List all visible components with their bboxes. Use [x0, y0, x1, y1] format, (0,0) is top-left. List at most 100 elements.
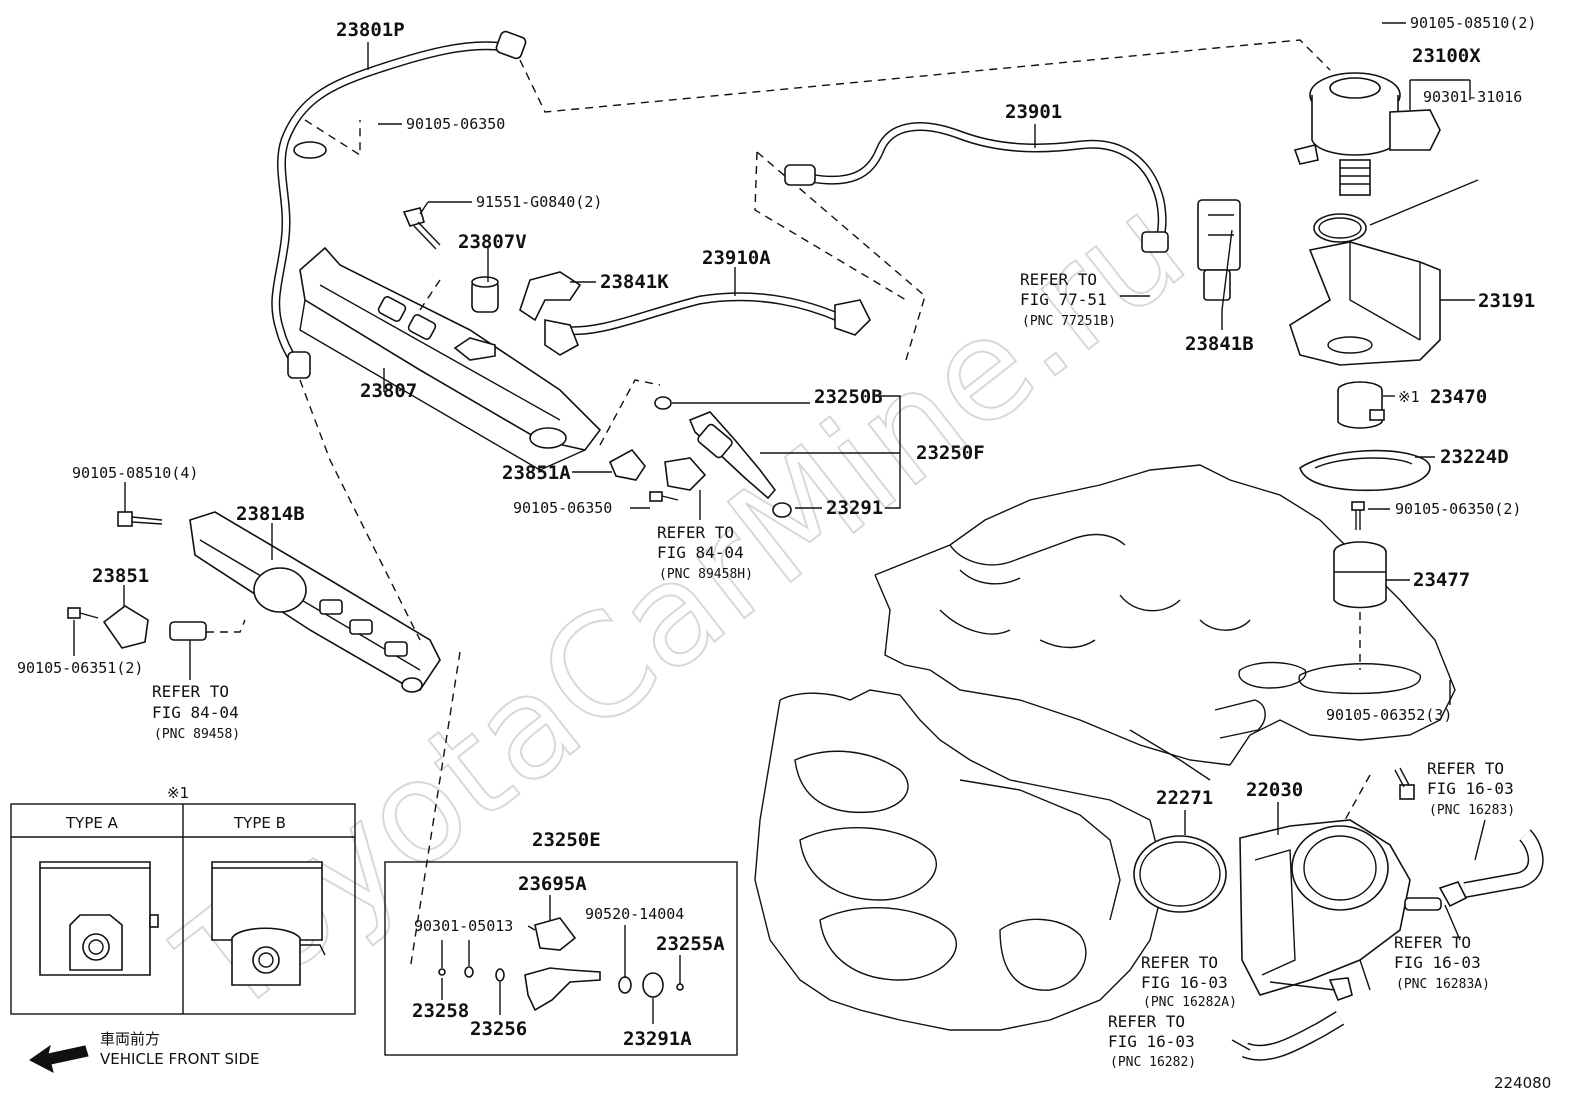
label-23801P: 23801P	[336, 19, 405, 41]
refer-16282-line2: FIG 16-03	[1108, 1032, 1195, 1051]
part-fuel-pressure-sensor	[664, 457, 707, 491]
refer-16283-line2: FIG 16-03	[1427, 779, 1514, 798]
type-ab-box	[10, 803, 356, 1015]
part-23801P-pipe	[271, 30, 527, 379]
label-23807V: 23807V	[458, 231, 527, 253]
label-90105-06351-2: 90105-06351(2)	[17, 659, 143, 677]
part-22271-gasket	[1133, 835, 1227, 913]
refer-84-04-b-line1: REFER TO	[152, 682, 229, 701]
refer-16282A-line2: FIG 16-03	[1141, 973, 1228, 992]
part-23807V-spacer	[471, 276, 499, 313]
part-23910A-hose	[544, 292, 871, 356]
label-23256: 23256	[470, 1018, 527, 1040]
refer-77-51-line1: REFER TO	[1020, 270, 1097, 289]
part-23470-lifter	[1337, 381, 1385, 429]
refer-84-04-a-pnc: (PNC 89458H)	[659, 567, 753, 582]
refer-16283-line1: REFER TO	[1427, 759, 1504, 778]
label-90105-06350-2: 90105-06350(2)	[1395, 500, 1521, 518]
leader-lines	[73, 22, 1486, 1051]
label-90105-08510-2: 90105-08510(2)	[1410, 14, 1536, 32]
part-90301-31016-oring	[1313, 213, 1367, 243]
label-23291A: 23291A	[623, 1028, 692, 1050]
refer-notes: REFER TO FIG 77-51 (PNC 77251B) REFER TO…	[152, 270, 1515, 1070]
part-pressure-sensor-lower	[169, 621, 207, 641]
refer-77-51-pnc: (PNC 77251B)	[1022, 314, 1116, 329]
refer-16282A-pnc: (PNC 16282A)	[1143, 995, 1237, 1010]
label-23851: 23851	[92, 565, 149, 587]
part-23191-insulator	[1289, 241, 1441, 366]
inset-23250E-parts	[438, 917, 684, 1012]
label-23191: 23191	[1478, 290, 1535, 312]
part-91551-bolt	[402, 207, 441, 250]
label-90105-06350-top: 90105-06350	[406, 115, 505, 133]
part-90105-08510-4-bolt	[117, 511, 163, 527]
refer-84-04-b-pnc: (PNC 89458)	[154, 727, 240, 742]
label-23255A: 23255A	[656, 933, 725, 955]
label-90301-31016: 90301-31016	[1423, 88, 1522, 106]
leader-23910A-box	[754, 151, 926, 361]
refer-16283A-pnc: (PNC 16283A)	[1396, 977, 1490, 992]
part-90105-06351-bolt	[67, 607, 99, 619]
part-22030-throttle-body	[1239, 819, 1442, 996]
part-23841K-clip	[519, 271, 582, 322]
label-23470: 23470	[1430, 386, 1487, 408]
refer-16283A-line2: FIG 16-03	[1394, 953, 1481, 972]
part-23814B-rail	[189, 511, 441, 693]
label-23841B: 23841B	[1185, 333, 1254, 355]
engine-block-drawing	[754, 464, 1456, 1031]
vehicle-front-jp: 車両前方	[100, 1030, 160, 1048]
label-23258: 23258	[412, 1000, 469, 1022]
label-23224D: 23224D	[1440, 446, 1509, 468]
label-23901: 23901	[1005, 101, 1062, 123]
refer-16282A-line1: REFER TO	[1141, 953, 1218, 972]
vehicle-front-arrow-icon	[29, 1044, 89, 1073]
part-23851-damper	[102, 605, 149, 649]
label-23250B: 23250B	[814, 386, 883, 408]
part-23901-pipe	[784, 122, 1169, 253]
leader-bottom-guide	[409, 651, 461, 971]
label-90301-05013: 90301-05013	[414, 917, 513, 935]
label-23100X: 23100X	[1412, 45, 1481, 67]
label-23291: 23291	[826, 497, 883, 519]
label-90105-08510-4: 90105-08510(4)	[72, 464, 198, 482]
part-hose-clamp-16282A	[1328, 977, 1353, 1002]
refer-16282-line1: REFER TO	[1108, 1012, 1185, 1031]
label-90105-06352-3: 90105-06352(3)	[1326, 706, 1452, 724]
leader-rail-to-injector	[599, 379, 661, 446]
label-22030: 22030	[1246, 779, 1303, 801]
refer-84-04-a-line2: FIG 84-04	[657, 543, 744, 562]
label-23250F: 23250F	[916, 442, 985, 464]
part-23841B-connector	[1197, 199, 1241, 301]
label-23910A: 23910A	[702, 247, 771, 269]
type-b-lifter-drawing	[211, 861, 323, 941]
part-23250F-injector	[654, 396, 792, 518]
part-23851A-clip	[608, 448, 646, 481]
refer-84-04-a-line1: REFER TO	[657, 523, 734, 542]
part-90105-06352-bolt	[1394, 767, 1415, 800]
refer-84-04-b-line2: FIG 84-04	[152, 703, 239, 722]
part-90105-06350-2-bolt	[1351, 501, 1365, 530]
label-91551-G0840: 91551-G0840(2)	[476, 193, 602, 211]
label-23695A: 23695A	[518, 873, 587, 895]
part-23224D-gasket	[1299, 449, 1431, 492]
leader-rail-guide	[299, 379, 421, 641]
refer-77-51-line2: FIG 77-51	[1020, 290, 1107, 309]
part-number-labels: 23801P 90105-06350 91551-G0840(2) 23807V…	[17, 14, 1536, 1050]
part-23807-delivery-pipe	[299, 246, 602, 471]
label-23470-mark: ※1	[1398, 388, 1420, 406]
label-23807: 23807	[360, 380, 417, 402]
label-23851A: 23851A	[502, 462, 571, 484]
part-23100X-fuel-pump	[1293, 72, 1441, 196]
figure-number: 224080	[1494, 1074, 1551, 1092]
refer-16283A-line1: REFER TO	[1394, 933, 1471, 952]
leader-pipe-to-pump	[519, 39, 1331, 113]
part-90105-06350-mid-bolt	[649, 491, 679, 502]
label-22271: 22271	[1156, 787, 1213, 809]
inset-23250E-box	[384, 861, 738, 1056]
label-90105-06350-mid: 90105-06350	[513, 499, 612, 517]
type-b-label: TYPE B	[233, 814, 286, 832]
label-90520-14004: 90520-14004	[585, 905, 684, 923]
label-23250E: 23250E	[532, 829, 601, 851]
